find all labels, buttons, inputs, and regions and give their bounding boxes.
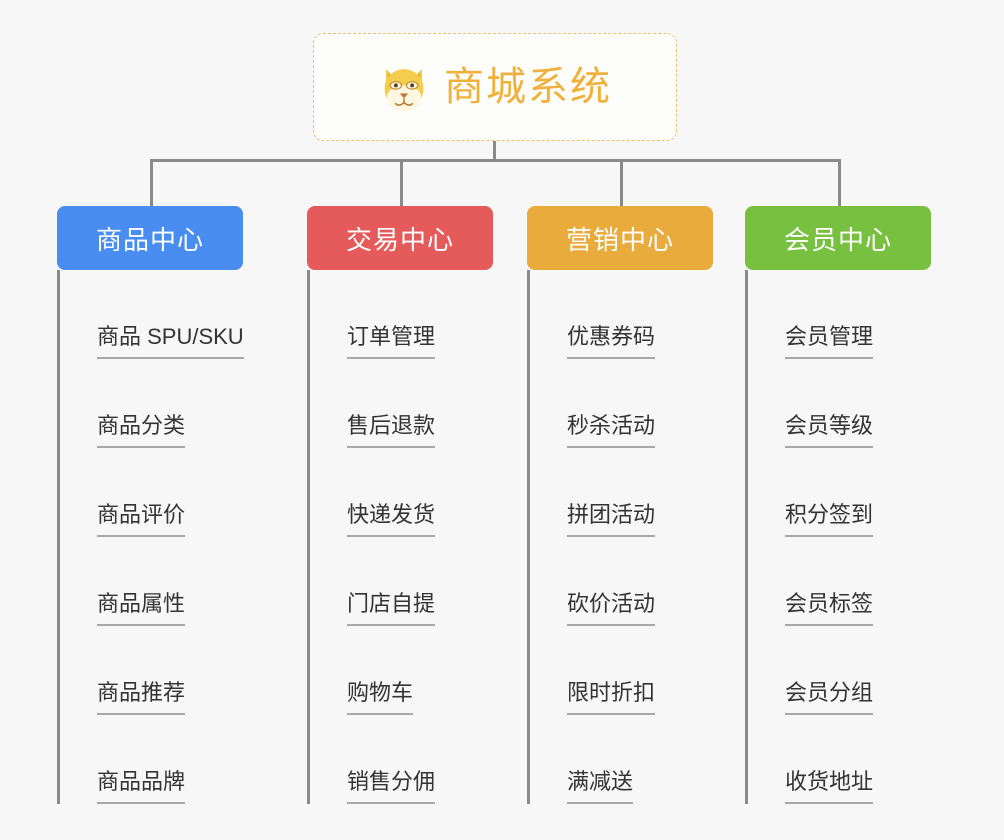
leaf-item-label: 门店自提 [347, 593, 436, 626]
leaf-item[interactable]: 售后退款 [307, 359, 497, 448]
leaf-item[interactable]: 会员等级 [745, 359, 935, 448]
category-header-label: 营销中心 [565, 224, 674, 255]
leaf-item[interactable]: 商品属性 [57, 537, 247, 626]
leaf-item[interactable]: 商品分类 [57, 359, 247, 448]
leaf-item-label: 限时折扣 [567, 682, 656, 715]
connector-root-stem [493, 141, 496, 161]
leaf-item[interactable]: 砍价活动 [527, 537, 717, 626]
category-header-marketing-center[interactable]: 营销中心 [527, 206, 713, 270]
leaf-list-product-center: 商品 SPU/SKU 商品分类 商品评价 商品属性 商品推荐 商品品牌 [57, 270, 247, 804]
leaf-item-label: 销售分佣 [347, 771, 436, 804]
connector-drop-member-center [838, 159, 841, 206]
leaf-item-label: 满减送 [567, 771, 634, 804]
leaf-list-trade-center: 订单管理 售后退款 快递发货 门店自提 购物车 销售分佣 [307, 270, 497, 804]
leaf-item-label: 砍价活动 [567, 593, 656, 626]
root-node-title: 商城系统 [444, 65, 612, 109]
column-spine-trade-center [307, 270, 310, 804]
leaf-item[interactable]: 商品推荐 [57, 626, 247, 715]
leaf-item-label: 商品 SPU/SKU [97, 326, 244, 359]
leaf-item-label: 商品分类 [97, 415, 186, 448]
leaf-item-label: 优惠券码 [567, 326, 656, 359]
leaf-item[interactable]: 会员标签 [745, 537, 935, 626]
leaf-item[interactable]: 快递发货 [307, 448, 497, 537]
leaf-item[interactable]: 拼团活动 [527, 448, 717, 537]
column-trade-center: 交易中心 订单管理 售后退款 快递发货 门店自提 购物车 销售分佣 [307, 206, 497, 804]
leaf-item-label: 快递发货 [347, 504, 436, 537]
leaf-item[interactable]: 订单管理 [307, 270, 497, 359]
category-header-product-center[interactable]: 商品中心 [57, 206, 243, 270]
shiba-dog-face-icon [378, 61, 430, 113]
category-header-label: 商品中心 [95, 224, 204, 255]
leaf-item[interactable]: 商品评价 [57, 448, 247, 537]
category-header-label: 交易中心 [345, 224, 454, 255]
leaf-item-label: 商品属性 [97, 593, 186, 626]
leaf-item-label: 拼团活动 [567, 504, 656, 537]
leaf-item[interactable]: 积分签到 [745, 448, 935, 537]
leaf-item-label: 商品推荐 [97, 682, 186, 715]
category-header-member-center[interactable]: 会员中心 [745, 206, 931, 270]
leaf-item-label: 订单管理 [347, 326, 436, 359]
connector-drop-marketing-center [620, 159, 623, 206]
leaf-item-label: 购物车 [347, 682, 414, 715]
leaf-item[interactable]: 商品 SPU/SKU [57, 270, 247, 359]
leaf-item-label: 商品评价 [97, 504, 186, 537]
column-marketing-center: 营销中心 优惠券码 秒杀活动 拼团活动 砍价活动 限时折扣 满减送 [527, 206, 717, 804]
connector-drop-product-center [150, 159, 153, 206]
leaf-item[interactable]: 商品品牌 [57, 715, 247, 804]
leaf-item[interactable]: 优惠券码 [527, 270, 717, 359]
leaf-item[interactable]: 会员管理 [745, 270, 935, 359]
column-member-center: 会员中心 会员管理 会员等级 积分签到 会员标签 会员分组 收货地址 [745, 206, 935, 804]
leaf-item[interactable]: 秒杀活动 [527, 359, 717, 448]
leaf-list-marketing-center: 优惠券码 秒杀活动 拼团活动 砍价活动 限时折扣 满减送 [527, 270, 717, 804]
column-spine-product-center [57, 270, 60, 804]
leaf-item-label: 秒杀活动 [567, 415, 656, 448]
leaf-item-label: 会员标签 [785, 593, 874, 626]
connector-drop-trade-center [400, 159, 403, 206]
leaf-item-label: 会员等级 [785, 415, 874, 448]
leaf-item-label: 收货地址 [785, 771, 874, 804]
category-header-trade-center[interactable]: 交易中心 [307, 206, 493, 270]
category-header-label: 会员中心 [783, 224, 892, 255]
connector-horizontal-bus [150, 159, 840, 162]
root-node-mall-system[interactable]: 商城系统 [313, 33, 677, 141]
leaf-item[interactable]: 门店自提 [307, 537, 497, 626]
column-spine-marketing-center [527, 270, 530, 804]
column-spine-member-center [745, 270, 748, 804]
leaf-item-label: 售后退款 [347, 415, 436, 448]
leaf-item[interactable]: 收货地址 [745, 715, 935, 804]
column-product-center: 商品中心 商品 SPU/SKU 商品分类 商品评价 商品属性 商品推荐 商品品牌 [57, 206, 247, 804]
leaf-item[interactable]: 满减送 [527, 715, 717, 804]
leaf-item[interactable]: 限时折扣 [527, 626, 717, 715]
leaf-item-label: 会员管理 [785, 326, 874, 359]
leaf-item[interactable]: 购物车 [307, 626, 497, 715]
leaf-item[interactable]: 会员分组 [745, 626, 935, 715]
leaf-item[interactable]: 销售分佣 [307, 715, 497, 804]
leaf-item-label: 会员分组 [785, 682, 874, 715]
leaf-item-label: 积分签到 [785, 504, 874, 537]
leaf-item-label: 商品品牌 [97, 771, 186, 804]
leaf-list-member-center: 会员管理 会员等级 积分签到 会员标签 会员分组 收货地址 [745, 270, 935, 804]
